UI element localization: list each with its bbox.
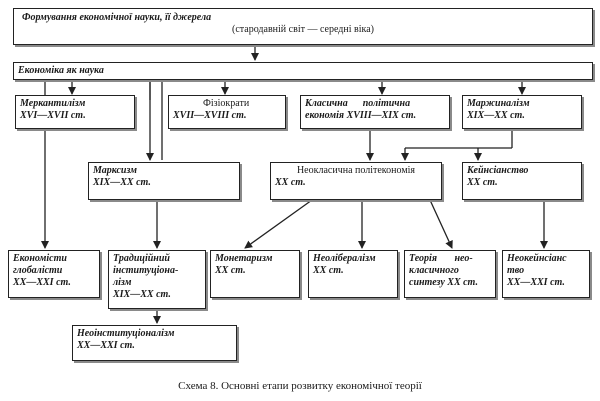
institutionalism-label-3: лізм xyxy=(113,277,132,288)
classical-economy-box: Класична політична економія XVIII—XIX ст… xyxy=(300,95,450,129)
economics-as-science-title: Економіка як наука xyxy=(18,65,104,76)
monetarism-label: Монетаризм xyxy=(215,253,273,264)
institutionalism-label-1: Традиційний xyxy=(113,253,170,264)
monetarism-period: XX ст. xyxy=(215,265,246,276)
marxism-box: Марксизм XIX—XX ст. xyxy=(88,162,240,200)
marxism-label: Марксизм xyxy=(93,165,137,176)
origins-box: Формування економічної науки, її джерела… xyxy=(13,8,593,45)
neoliberalism-box: Неолібералізм XX ст. xyxy=(308,250,398,298)
neoliberalism-label: Неолібералізм xyxy=(313,253,376,264)
diagram-caption: Схема 8. Основні етапи розвитку економіч… xyxy=(178,380,422,392)
neoclassical-box: Неокласична політекономія XX ст. xyxy=(270,162,442,200)
neoinstitutionalism-label: Неоінституціоналізм xyxy=(77,328,175,339)
neoliberalism-period: XX ст. xyxy=(313,265,344,276)
mercantilism-box: Меркантилізм XVI—XVII ст. xyxy=(15,95,135,129)
keynesianism-box: Кейнсіанство XX ст. xyxy=(462,162,582,200)
synthesis-label-2: класичного xyxy=(409,265,459,276)
synthesis-label-3: синтезу XX ст. xyxy=(409,277,478,288)
neokeynesianism-period: XX—XXI ст. xyxy=(507,277,565,288)
physiocrats-box: Фізіократи XVII—XVIII ст. xyxy=(168,95,286,129)
keynesianism-period: XX ст. xyxy=(467,177,498,188)
marginalism-label: Маржиналізм xyxy=(467,98,530,109)
mercantilism-period: XVI—XVII ст. xyxy=(20,110,86,121)
globalists-box: Економісти глобалісти XX—XXI ст. xyxy=(8,250,100,298)
marxism-period: XIX—XX ст. xyxy=(93,177,151,188)
marginalism-period: XIX—XX ст. xyxy=(467,110,525,121)
neokeynesianism-label-2: тво xyxy=(507,265,525,276)
physiocrats-label: Фізіократи xyxy=(203,98,250,109)
institutionalism-box: Традиційний інституціона- лізм XIX—XX ст… xyxy=(108,250,206,309)
neoinstitutionalism-period: XX—XXI ст. xyxy=(77,340,135,351)
synthesis-label-1: Теорія нео- xyxy=(409,253,473,264)
neoclassical-synthesis-box: Теорія нео- класичного синтезу XX ст. xyxy=(404,250,496,298)
classical-economy-label: Класична політична xyxy=(305,98,411,109)
economics-as-science-box: Економіка як наука xyxy=(13,62,593,80)
neoclassical-period: XX ст. xyxy=(275,177,306,188)
institutionalism-label-2: інституціона- xyxy=(113,265,179,276)
origins-subtitle: (стародавній світ — середні віка) xyxy=(232,24,374,35)
neoclassical-label: Неокласична політекономія xyxy=(296,165,416,176)
mercantilism-label: Меркантилізм xyxy=(20,98,86,109)
origins-title: Формування економічної науки, її джерела xyxy=(22,12,212,23)
globalists-period: XX—XXI ст. xyxy=(13,277,71,288)
neoinstitutionalism-box: Неоінституціоналізм XX—XXI ст. xyxy=(72,325,237,361)
physiocrats-period: XVII—XVIII ст. xyxy=(173,110,247,121)
classical-economy-period: економія XVIII—XIX ст. xyxy=(305,110,417,121)
institutionalism-period: XIX—XX ст. xyxy=(113,289,171,300)
neokeynesianism-box: Неокейнсіанс тво XX—XXI ст. xyxy=(502,250,590,298)
neokeynesianism-label-1: Неокейнсіанс xyxy=(507,253,567,264)
keynesianism-label: Кейнсіанство xyxy=(467,165,529,176)
globalists-label-1: Економісти xyxy=(13,253,67,264)
marginalism-box: Маржиналізм XIX—XX ст. xyxy=(462,95,582,129)
globalists-label-2: глобалісти xyxy=(13,265,63,276)
monetarism-box: Монетаризм XX ст. xyxy=(210,250,300,298)
